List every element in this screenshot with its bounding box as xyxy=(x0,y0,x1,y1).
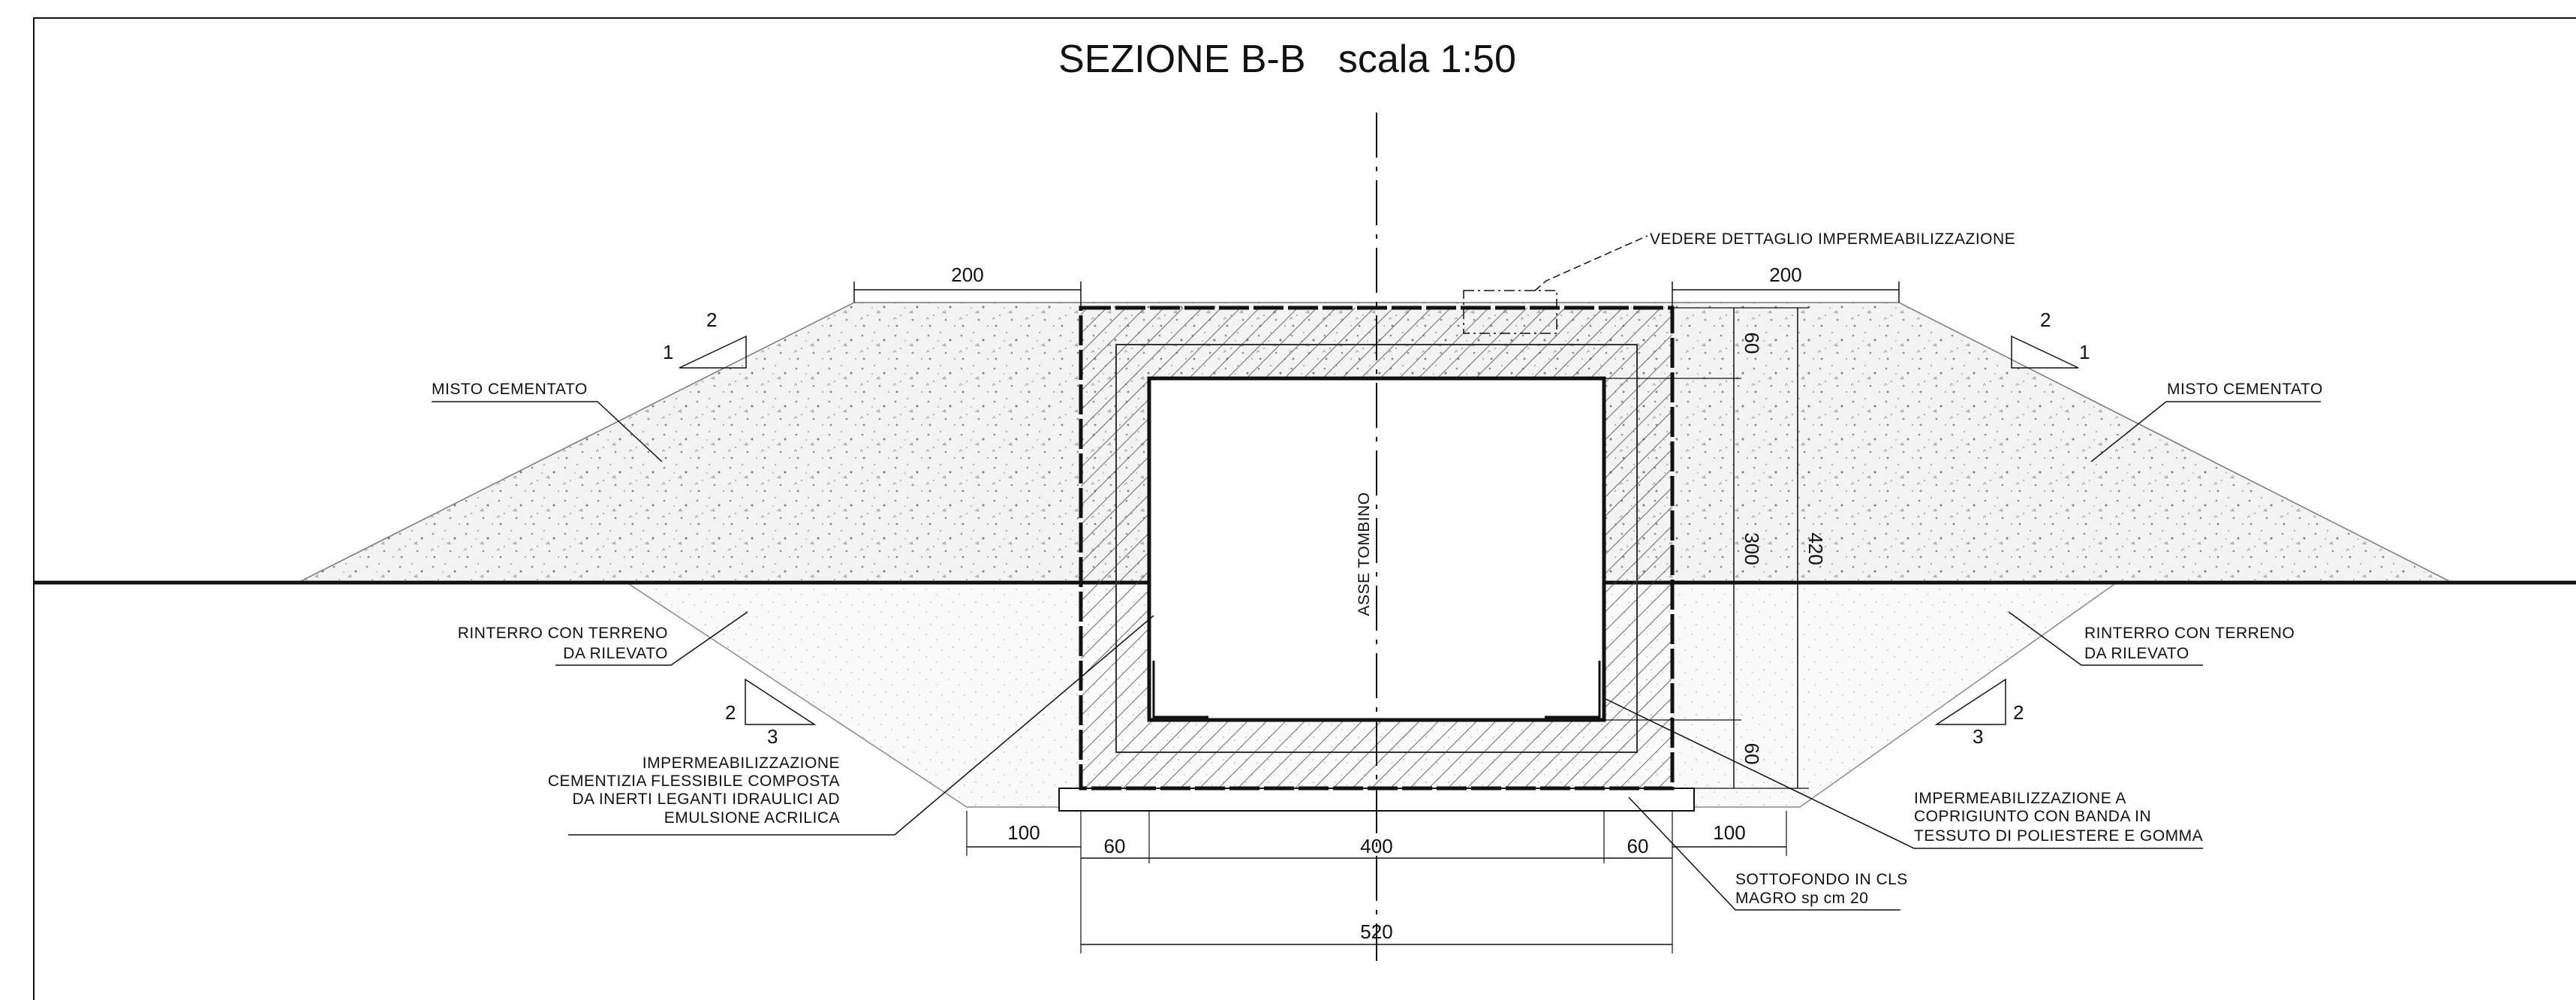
svg-text:DA INERTI LEGANTI IDRAULICI AD: DA INERTI LEGANTI IDRAULICI AD xyxy=(572,791,840,808)
svg-text:2: 2 xyxy=(2013,701,2024,724)
svg-text:3: 3 xyxy=(767,725,778,748)
label-waterproofing-left: IMPERMEABILIZZAZIONE CEMENTIZIA FLESSIBI… xyxy=(548,615,1154,836)
svg-text:400: 400 xyxy=(1360,835,1392,857)
dim-vertical-chain: 60 300 60 420 xyxy=(1604,307,1827,789)
joint-detail-left xyxy=(1152,661,1208,718)
svg-text:300: 300 xyxy=(1741,532,1763,565)
svg-text:CEMENTIZIA FLESSIBILE COMPOSTA: CEMENTIZIA FLESSIBILE COMPOSTA xyxy=(548,773,840,790)
label-waterproofing-right: IMPERMEABILIZZAZIONE A COPRIGIUNTO CON B… xyxy=(1603,697,2203,849)
svg-text:100: 100 xyxy=(1713,821,1745,844)
label-backfill-left: RINTERRO CON TERRENO DA RILEVATO xyxy=(458,611,748,666)
label-backfill-right: RINTERRO CON TERRENO DA RILEVATO xyxy=(2008,611,2295,666)
slope-upper-left: 2 1 xyxy=(663,309,747,369)
dim-bottom-chain: 100 100 60 400 60 520 xyxy=(966,811,1787,953)
svg-text:420: 420 xyxy=(1804,532,1827,565)
svg-text:200: 200 xyxy=(951,264,983,286)
svg-text:DA RILEVATO: DA RILEVATO xyxy=(563,645,668,662)
svg-text:IMPERMEABILIZZAZIONE: IMPERMEABILIZZAZIONE xyxy=(642,755,840,772)
svg-text:60: 60 xyxy=(1741,333,1763,354)
dim-top-right: 200 xyxy=(1672,264,1900,308)
svg-text:COPRIGIUNTO CON BANDA IN: COPRIGIUNTO CON BANDA IN xyxy=(1914,808,2151,825)
svg-text:MISTO CEMENTATO: MISTO CEMENTATO xyxy=(432,381,588,398)
svg-text:200: 200 xyxy=(1769,264,1801,286)
slope-lower-left: 2 3 xyxy=(725,678,817,748)
detail-leader xyxy=(1534,235,1648,291)
svg-text:1: 1 xyxy=(663,341,673,363)
svg-text:2: 2 xyxy=(706,309,717,331)
svg-text:MAGRO sp cm 20: MAGRO sp cm 20 xyxy=(1735,890,1868,907)
dim-top-left: 200 xyxy=(853,264,1082,308)
axis-label: ASSE TOMBINO xyxy=(1356,492,1373,616)
svg-text:520: 520 xyxy=(1360,920,1392,943)
svg-text:RINTERRO CON TERRENO: RINTERRO CON TERRENO xyxy=(458,625,668,642)
svg-text:EMULSIONE ACRILICA: EMULSIONE ACRILICA xyxy=(664,809,840,827)
svg-text:RINTERRO CON TERRENO: RINTERRO CON TERRENO xyxy=(2084,625,2295,642)
joint-detail-right xyxy=(1545,661,1601,718)
svg-text:2: 2 xyxy=(725,701,736,724)
label-subbase: SOTTOFONDO IN CLS MAGRO sp cm 20 xyxy=(1628,797,1908,911)
section-title: SEZIONE B-B scala 1:50 xyxy=(1058,38,1516,81)
svg-text:2: 2 xyxy=(2040,309,2051,331)
svg-text:100: 100 xyxy=(1007,821,1040,844)
slope-lower-right: 2 3 xyxy=(1934,678,2024,748)
svg-text:DA RILEVATO: DA RILEVATO xyxy=(2084,645,2189,662)
svg-text:TESSUTO DI POLIESTERE E GOMMA: TESSUTO DI POLIESTERE E GOMMA xyxy=(1914,827,2203,845)
label-fill-left: MISTO CEMENTATO xyxy=(432,381,663,462)
detail-marker-box xyxy=(1463,290,1557,334)
svg-text:60: 60 xyxy=(1627,835,1649,857)
svg-text:1: 1 xyxy=(2079,341,2090,363)
sheet-border xyxy=(33,17,2576,1000)
detail-note: VEDERE DETTAGLIO IMPERMEABILIZZAZIONE xyxy=(1650,230,2015,248)
svg-text:SOTTOFONDO IN CLS: SOTTOFONDO IN CLS xyxy=(1735,871,1908,888)
svg-text:3: 3 xyxy=(1973,725,1983,748)
svg-text:IMPERMEABILIZZAZIONE A: IMPERMEABILIZZAZIONE A xyxy=(1914,790,2126,807)
label-fill-right: MISTO CEMENTATO xyxy=(2090,381,2323,462)
svg-text:60: 60 xyxy=(1104,835,1126,857)
svg-text:MISTO CEMENTATO: MISTO CEMENTATO xyxy=(2167,381,2323,398)
svg-text:60: 60 xyxy=(1741,743,1763,765)
slope-upper-right: 2 1 xyxy=(2011,309,2090,369)
